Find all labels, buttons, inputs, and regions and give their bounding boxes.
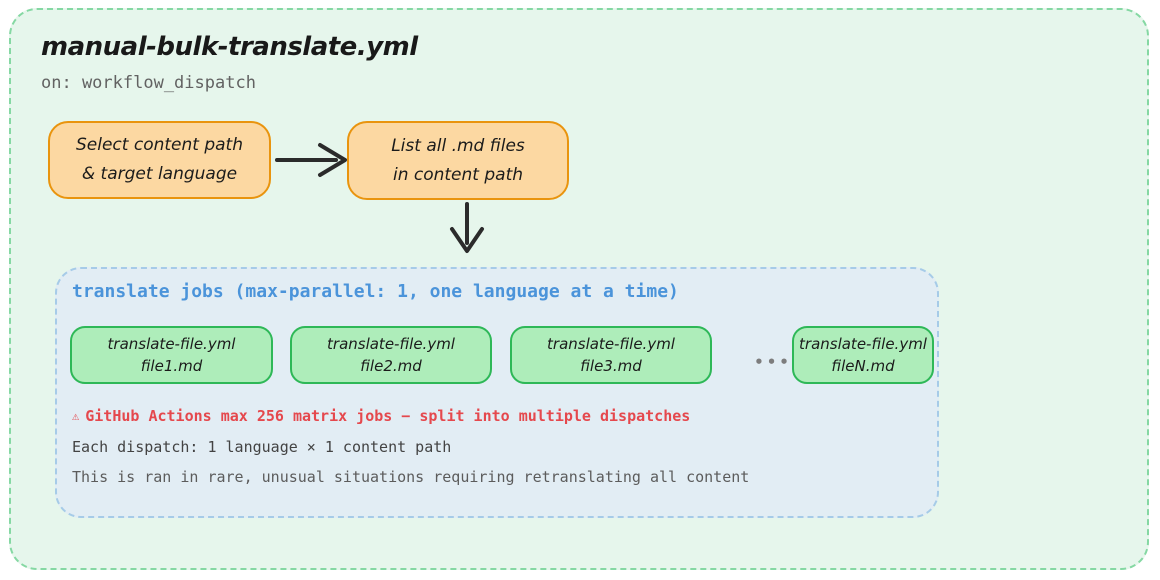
jobN-workflow: translate-file.yml [799, 334, 927, 353]
jobN-file: fileN.md [831, 357, 895, 375]
node-select-line2: & target language [81, 164, 238, 184]
job1-file: file1.md [140, 357, 203, 375]
job3-workflow: translate-file.yml [547, 334, 675, 353]
workflow-title: manual-bulk-translate.yml [41, 32, 418, 62]
job-translate-file2: translate-file.yml file2.md [290, 326, 492, 384]
job2-workflow: translate-file.yml [327, 334, 455, 353]
node-list-line2: in content path [392, 164, 524, 185]
usage-note: This is ran in rare, unusual situations … [72, 468, 750, 486]
node-select-line1: Select content path [76, 135, 243, 156]
warning-text: GitHub Actions max 256 matrix jobs − spl… [85, 407, 691, 425]
node-select-content-path: Select content path & target language [48, 121, 271, 199]
node-list-md-files: List all .md files in content path [347, 121, 569, 200]
job2-file: file2.md [360, 357, 422, 375]
translate-jobs-group: translate jobs (max-parallel: 1, one lan… [55, 267, 939, 518]
job-translate-file1: translate-file.yml file1.md [70, 326, 273, 384]
node-list-line1: List all .md files [391, 135, 525, 156]
jobs-ellipsis: ••• [754, 353, 792, 371]
workflow-trigger: on: workflow_dispatch [41, 73, 256, 93]
warning-icon: ⚠ [72, 409, 80, 423]
job1-workflow: translate-file.yml [107, 334, 236, 353]
translate-jobs-heading: translate jobs (max-parallel: 1, one lan… [72, 281, 679, 302]
job-translate-fileN: translate-file.yml fileN.md [792, 326, 934, 384]
job3-file: file3.md [580, 357, 642, 375]
dispatch-note: Each dispatch: 1 language × 1 content pa… [72, 438, 452, 456]
matrix-limit-warning: ⚠ GitHub Actions max 256 matrix jobs − sp… [72, 407, 690, 425]
job-translate-file3: translate-file.yml file3.md [510, 326, 712, 384]
